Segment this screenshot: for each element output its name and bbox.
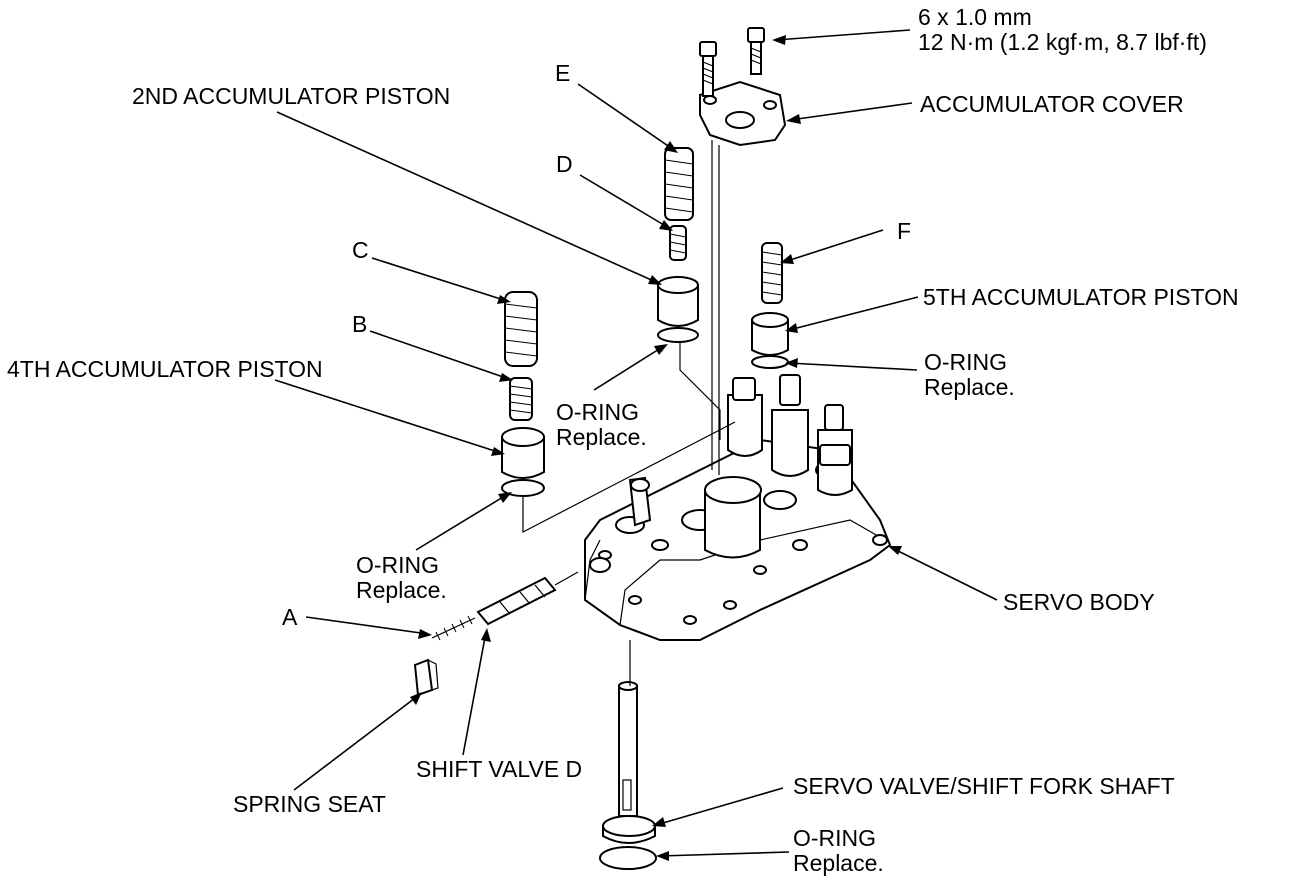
spring-c-part [504, 291, 538, 367]
servo-body-label: SERVO BODY [1003, 589, 1155, 615]
callout-e-label: E [555, 60, 571, 86]
callout-a-label: A [282, 604, 298, 630]
spring-b-part [509, 377, 533, 421]
fifth-accumulator-piston-part [751, 312, 789, 369]
oring-center-replace-label: Replace. [556, 424, 647, 450]
fourth-accumulator-piston-part [501, 427, 545, 497]
alignment-lines [522, 140, 736, 686]
spring-f-part [761, 242, 783, 304]
oring-right-label: O-RING [924, 349, 1008, 375]
spring-seat-label: SPRING SEAT [233, 791, 386, 817]
oring-left-replace-label: Replace. [356, 577, 447, 603]
accumulator-cover-label: ACCUMULATOR COVER [920, 91, 1184, 117]
second-accumulator-piston-part [657, 276, 699, 343]
shift-valve-d-label: SHIFT VALVE D [416, 756, 583, 782]
oring-bottom-label: O-RING [793, 825, 877, 851]
servo-valve-shift-fork-shaft-part [602, 681, 656, 844]
oring-bottom-replace-label: Replace. [793, 850, 884, 876]
fourth-accumulator-piston-label: 4TH ACCUMULATOR PISTON [7, 356, 323, 382]
callout-c-label: C [352, 237, 369, 263]
oring-right-replace-label: Replace. [924, 374, 1015, 400]
bottom-o-ring-part [599, 846, 657, 870]
bolt-spec-torque-label: 12 N·m (1.2 kgf·m, 8.7 lbf·ft) [918, 29, 1207, 55]
spring-d-part [669, 225, 687, 261]
oring-left-label: O-RING [356, 552, 440, 578]
servo-body-part [584, 374, 892, 641]
spring-seat-part [413, 658, 439, 697]
spring-e-part [664, 147, 694, 221]
callout-f-label: F [897, 218, 912, 244]
fifth-accumulator-piston-label: 5TH ACCUMULATOR PISTON [923, 284, 1239, 310]
oring-center-label: O-RING [556, 399, 640, 425]
shift-valve-d-part [476, 576, 557, 626]
servo-valve-shift-fork-shaft-label: SERVO VALVE/SHIFT FORK SHAFT [793, 773, 1175, 799]
spring-a-part [431, 615, 476, 641]
second-accumulator-piston-label: 2ND ACCUMULATOR PISTON [132, 83, 451, 109]
callout-d-label: D [556, 151, 573, 177]
bolt-part [699, 27, 765, 97]
bolt-spec-size-label: 6 x 1.0 mm [918, 4, 1032, 30]
callout-b-label: B [352, 311, 368, 337]
accumulator-cover-part [699, 80, 787, 147]
leader-lines [274, 29, 998, 861]
